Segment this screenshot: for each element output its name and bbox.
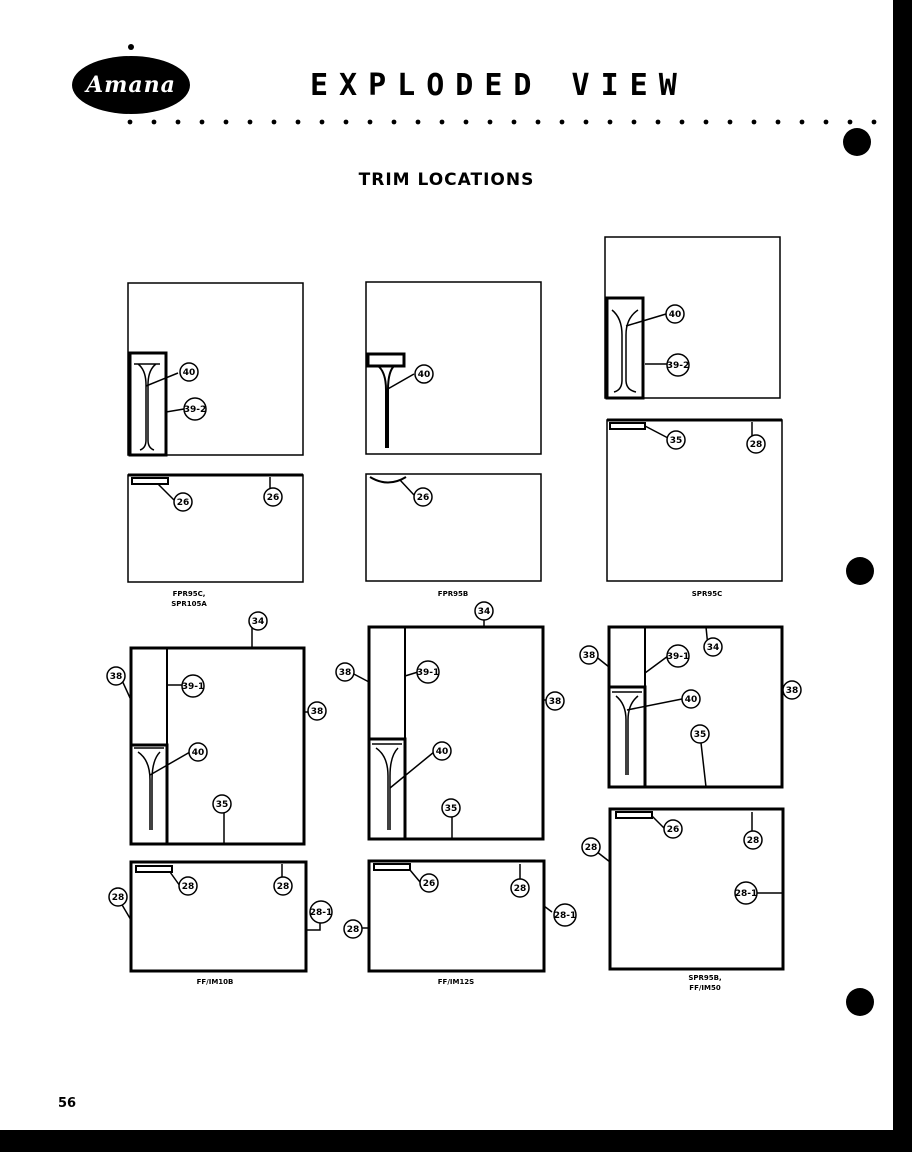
model-caption: FF/IM50 xyxy=(689,984,721,992)
callout-label: 35 xyxy=(670,436,683,446)
rule-dot xyxy=(319,119,325,125)
callout-label: 28 xyxy=(585,843,598,853)
callout-label: 40 xyxy=(192,748,205,758)
rule-dot xyxy=(871,119,877,125)
catalog-page: Amana EXPLODED VIEW TRIM LOCATIONS xyxy=(0,0,893,1130)
cabinet-upper-c xyxy=(604,236,781,399)
cabinet-upper-a xyxy=(127,282,304,456)
model-caption: SPR95B, xyxy=(688,974,721,982)
callout-label: 38 xyxy=(549,697,562,707)
callout-label: 28-1 xyxy=(735,889,758,899)
callout-label: 28 xyxy=(112,893,125,903)
rule-dot xyxy=(583,119,589,125)
rule-dot xyxy=(847,119,853,125)
rule-dot xyxy=(367,119,373,125)
model-caption: FPR95B xyxy=(438,590,468,598)
callout-label: 39-1 xyxy=(417,668,440,678)
model-caption: SPR95C xyxy=(692,590,722,598)
rule-dot xyxy=(727,119,733,125)
rule-dot xyxy=(295,119,301,125)
callout-label: 40 xyxy=(183,368,196,378)
binder-hole-bottom xyxy=(846,988,874,1016)
cabinet-upper-b xyxy=(365,281,542,455)
callout-label: 38 xyxy=(339,668,352,678)
rule-dot xyxy=(631,119,637,125)
rule-dot xyxy=(223,119,229,125)
callout-label: 28-1 xyxy=(310,908,333,918)
callout-label: 40 xyxy=(436,747,449,757)
rule-dot xyxy=(775,119,781,125)
rule-dot xyxy=(199,119,205,125)
section-title: TRIM LOCATIONS xyxy=(358,170,535,190)
callout-label: 34 xyxy=(478,607,491,617)
rule-dot xyxy=(343,119,349,125)
page-number: 56 xyxy=(58,1096,77,1111)
callout-label: 38 xyxy=(786,686,799,696)
rule-dot xyxy=(247,119,253,125)
callout-label: 35 xyxy=(216,800,229,810)
callout-label: 26 xyxy=(667,825,680,835)
callout-label: 28 xyxy=(750,440,763,450)
rule-dot xyxy=(151,119,157,125)
callout-label: 38 xyxy=(583,651,596,661)
callout-label: 40 xyxy=(418,370,431,380)
rule-dot xyxy=(271,119,277,125)
rule-dot xyxy=(679,119,685,125)
rule-dot xyxy=(175,119,181,125)
callout-label: 38 xyxy=(311,707,324,717)
amana-logo-text: Amana xyxy=(86,72,176,98)
trim-locations-diagram: 40 39-2 26 26 40 26 40 39-2 35 28 34 38 … xyxy=(106,236,802,992)
rule-dot xyxy=(487,119,493,125)
callout-label: 39-2 xyxy=(184,405,207,415)
rule-dot xyxy=(607,119,613,125)
amana-logo: Amana xyxy=(72,56,190,114)
rule-dot xyxy=(823,119,829,125)
callout-label: 39-1 xyxy=(182,682,205,692)
model-caption: FPR95C, xyxy=(173,590,206,598)
rule-dot xyxy=(703,119,709,125)
model-caption: FF/IM10B xyxy=(197,978,234,986)
callout-label: 28 xyxy=(277,882,290,892)
cabinet-lower-d xyxy=(129,860,308,973)
rule-dot xyxy=(439,119,445,125)
callout-label: 35 xyxy=(445,804,458,814)
rule-dot xyxy=(655,119,661,125)
callout-label: 28 xyxy=(347,925,360,935)
callout-label: 34 xyxy=(252,617,265,627)
rule-dot xyxy=(559,119,565,125)
binder-hole-middle xyxy=(846,557,874,585)
rule-dot xyxy=(751,119,757,125)
rule-dot xyxy=(799,119,805,125)
dotted-rule xyxy=(127,119,877,125)
cabinet-lower-f xyxy=(608,807,785,971)
callout-label: 26 xyxy=(177,498,190,508)
rule-dot xyxy=(127,119,133,125)
rule-dot xyxy=(535,119,541,125)
callout-label: 28 xyxy=(182,882,195,892)
callout-label: 28 xyxy=(747,836,760,846)
callout-label: 39-2 xyxy=(667,361,690,371)
callout-label: 28 xyxy=(514,884,527,894)
callout-label: 35 xyxy=(694,730,707,740)
rule-dot xyxy=(391,119,397,125)
cabinet-lower-b xyxy=(365,473,542,582)
callout-label: 40 xyxy=(669,310,682,320)
cabinet-lower-e xyxy=(367,859,546,973)
model-caption: FF/IM12S xyxy=(438,978,474,986)
callout-label: 40 xyxy=(685,695,698,705)
callout-label: 26 xyxy=(423,879,436,889)
model-caption: SPR105A xyxy=(171,600,207,608)
callout-label: 39-1 xyxy=(667,652,690,662)
page-title: EXPLODED VIEW xyxy=(310,68,688,103)
rule-dot xyxy=(463,119,469,125)
callout-label: 26 xyxy=(417,493,430,503)
rule-dot xyxy=(415,119,421,125)
callout-label: 28-1 xyxy=(554,911,577,921)
callout-label: 34 xyxy=(707,643,720,653)
callout-label: 38 xyxy=(110,672,123,682)
rule-dot xyxy=(511,119,517,125)
logo-dot-mark xyxy=(128,44,134,50)
callout-label: 26 xyxy=(267,493,280,503)
binder-hole-top xyxy=(843,128,871,156)
